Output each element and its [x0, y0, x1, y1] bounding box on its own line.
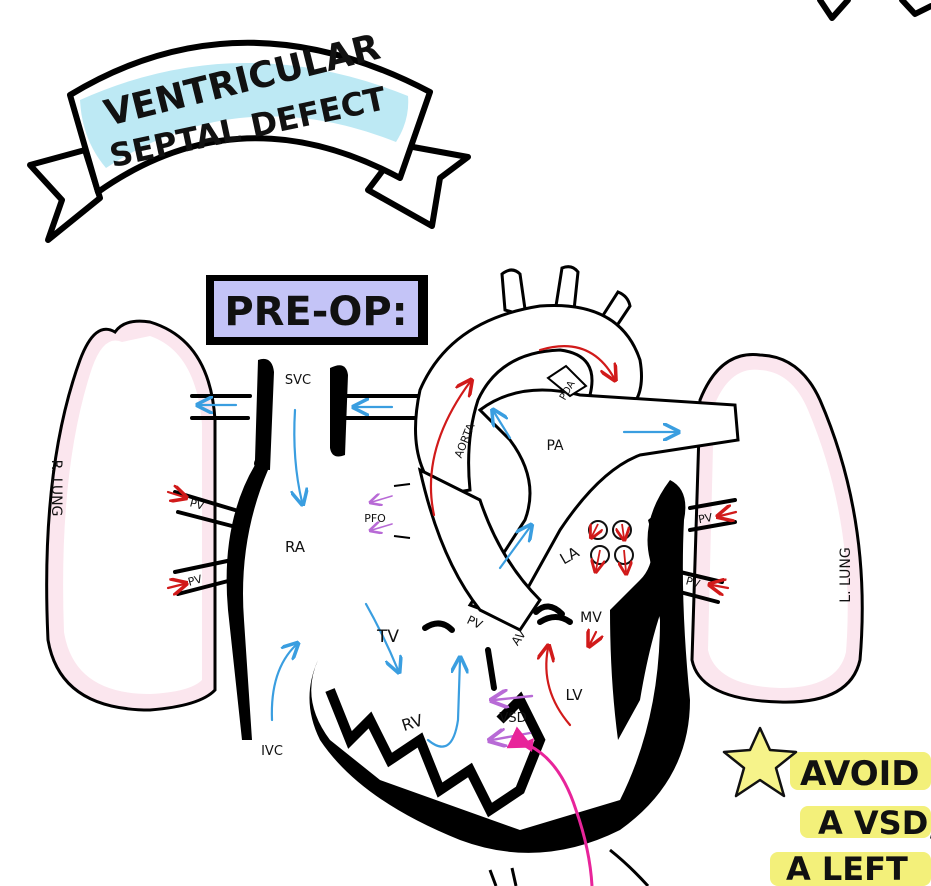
pfo-arrow-lower [372, 524, 393, 530]
note-highlight-2 [800, 806, 931, 838]
la-inlet-arrows [592, 524, 626, 572]
red-arrow-arch [538, 345, 614, 378]
svc-wall-right [330, 365, 348, 457]
preop-label: PRE-OP: [224, 289, 407, 335]
blue-arrow-pa-left [494, 412, 512, 440]
svc-label: SVC [285, 373, 311, 388]
aortic-valve [533, 603, 565, 617]
blue-arrow-rv-up [426, 660, 460, 748]
red-arrow-pv-l-lower [712, 585, 730, 588]
red-arrow-pv-r-upper [166, 492, 184, 497]
pv-l-lower-label: PV [684, 575, 701, 591]
rv-label: RV [399, 710, 425, 735]
vsd-shunt-arrow-upper [494, 696, 534, 700]
r-lung-label: R. LUNG [48, 460, 64, 517]
vsd-shunt-arrow-lower [492, 733, 532, 740]
red-arrow-aorta-up [429, 382, 470, 517]
pda-vessel [546, 364, 588, 398]
vsd-pointer-head [520, 738, 534, 752]
av-label: AV [508, 627, 529, 648]
star-icon [722, 726, 798, 798]
pfo-label: PFO [364, 512, 386, 525]
note-line1: AVOID S [800, 754, 931, 794]
banner-left-tail [27, 147, 103, 243]
l-lung-label: L. LUNG [838, 547, 854, 602]
corner-doodle [817, 0, 931, 21]
ra-wall [226, 460, 268, 740]
blue-arrow-ivc-up [270, 645, 296, 722]
lv-label: LV [566, 686, 584, 704]
vsd-label: VSD [499, 711, 526, 726]
pa-label: PA [546, 438, 564, 454]
pv-r-lower-label: PV [187, 572, 204, 588]
la-label: LA [557, 543, 583, 568]
note-block: AVOID S A VSD, A LEFT [722, 726, 931, 886]
svc-wall-left [254, 358, 274, 470]
blue-arrow-svc-down [294, 408, 302, 502]
blue-arrow-tv [364, 602, 398, 670]
note-line3: A LEFT [786, 850, 908, 886]
red-arrow-pv-l-upper [720, 512, 738, 516]
mv-label: MV [580, 610, 602, 626]
red-arrow-lv-up [546, 648, 572, 727]
ascending-aorta [417, 467, 542, 632]
pulmonic-valve-leaflet [485, 647, 497, 691]
banner-highlight [80, 62, 409, 168]
pv-r-upper-label: PV [188, 497, 205, 513]
red-arrow-pv-r-lower [166, 584, 184, 588]
left-lung: L. LUNG [690, 353, 864, 704]
aorta-vessel [414, 303, 643, 497]
mitral-valve [537, 614, 573, 625]
lower-curve [609, 848, 650, 886]
red-arrow-mv [590, 632, 596, 644]
oxygenated-flow-arrows [166, 345, 738, 727]
ra-label: RA [285, 538, 306, 556]
right-lung: R. LUNG [45, 319, 217, 712]
title-banner: VENTRICULAR SEPTAL DEFECT [27, 27, 471, 243]
ivc-label: IVC [261, 744, 283, 759]
vsd-pointer-arrow [506, 726, 594, 886]
deoxygenated-flow-arrows [200, 405, 676, 748]
preop-box-fill [214, 281, 418, 337]
pulmonary-artery [467, 388, 740, 622]
pfo-arrow-upper [372, 496, 393, 502]
note-line2: A VSD, [818, 804, 931, 842]
tricuspid-valve [422, 620, 455, 633]
trabeculae [325, 688, 546, 818]
blue-arrow-pa-up [498, 527, 530, 570]
pfo-wall [393, 483, 411, 539]
pv-valve-label: PV [465, 613, 486, 633]
pv-l-upper-label: PV [697, 511, 714, 526]
preop-box: PRE-OP: [206, 275, 428, 345]
heart [226, 265, 740, 886]
lower-vessel [488, 867, 518, 886]
vessel-connectors [173, 394, 737, 604]
note-highlight-3 [770, 852, 931, 886]
tv-label: TV [376, 627, 399, 647]
note-highlight-1 [790, 752, 931, 790]
lv-wall [610, 510, 672, 740]
